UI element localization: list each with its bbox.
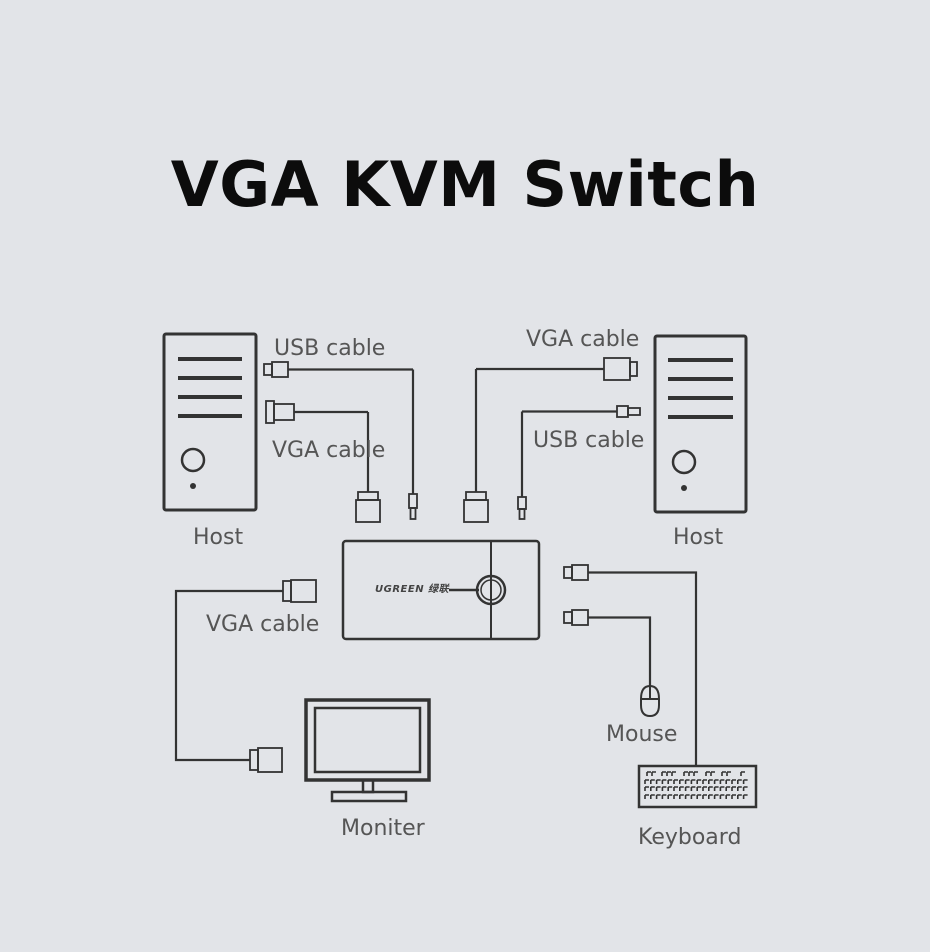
keyboard-key — [655, 794, 661, 799]
vga-cable-monitor — [174, 579, 317, 773]
monitor-icon — [304, 698, 431, 803]
keyboard-key — [705, 771, 710, 776]
keyboard-key — [684, 786, 690, 791]
keyboard-key — [725, 794, 731, 799]
host-right-tower — [653, 334, 748, 514]
keyboard-key — [721, 771, 726, 776]
keyboard-key — [650, 786, 655, 791]
keyboard-key — [702, 779, 707, 784]
keyboard-key — [671, 771, 676, 776]
keyboard-key — [713, 779, 719, 784]
label-vga-cable-left: VGA cable — [272, 438, 386, 463]
keyboard-key — [650, 779, 655, 784]
keyboard-icon — [637, 764, 758, 809]
keyboard-key — [696, 779, 702, 784]
keyboard-key — [708, 786, 713, 791]
keyboard-key — [713, 786, 719, 791]
kvm-switch-unit — [341, 539, 541, 641]
usb-cable-left — [263, 361, 418, 520]
keyboard-key — [690, 779, 696, 784]
keyboard-key — [690, 794, 696, 799]
keyboard-key — [731, 786, 736, 791]
keyboard-key — [661, 771, 666, 776]
host-left-tower — [162, 332, 258, 512]
keyboard-key — [725, 786, 731, 791]
keyboard-key — [673, 779, 678, 784]
keyboard-key — [740, 771, 745, 776]
keyboard-key — [708, 779, 713, 784]
keyboard-key — [702, 794, 707, 799]
keyboard-key — [683, 771, 688, 776]
keyboard-key — [655, 786, 661, 791]
keyboard-key — [726, 771, 731, 776]
keyboard-key — [673, 786, 678, 791]
keyboard-key — [688, 771, 693, 776]
keyboard-key — [679, 779, 684, 784]
keyboard-key — [708, 794, 713, 799]
keyboard-key — [731, 794, 736, 799]
keyboard-key — [696, 786, 702, 791]
keyboard-key — [725, 779, 731, 784]
keyboard-key — [710, 771, 715, 776]
keyboard-key — [679, 786, 684, 791]
label-vga-cable-monitor: VGA cable — [206, 612, 320, 637]
label-vga-cable-right: VGA cable — [526, 327, 640, 352]
keyboard-key — [679, 794, 684, 799]
keyboard-key — [644, 786, 649, 791]
keyboard-key — [690, 786, 696, 791]
keyboard-key — [644, 794, 649, 799]
keyboard-key — [702, 786, 707, 791]
keyboard-key — [731, 779, 736, 784]
keyboard-key — [742, 779, 748, 784]
keyboard-key — [737, 794, 742, 799]
keyboard-key — [666, 771, 671, 776]
keyboard-key — [737, 779, 742, 784]
keyboard-key — [667, 786, 673, 791]
mouse-icon — [640, 684, 660, 718]
keyboard-key — [696, 794, 702, 799]
keyboard-key — [650, 794, 655, 799]
keyboard-cable — [563, 564, 698, 766]
label-keyboard: Keyboard — [638, 825, 742, 850]
keyboard-key — [667, 779, 673, 784]
page-title: VGA KVM Switch — [170, 148, 760, 221]
keyboard-key — [684, 779, 690, 784]
keyboard-key — [684, 794, 690, 799]
keyboard-key — [655, 779, 661, 784]
keyboard-key — [719, 786, 725, 791]
keyboard-key — [646, 771, 651, 776]
keyboard-key — [644, 779, 649, 784]
label-mouse: Mouse — [606, 722, 678, 747]
keyboard-key — [719, 779, 725, 784]
keyboard-key — [719, 794, 725, 799]
label-monitor: Moniter — [341, 816, 425, 841]
usb-cable-right — [517, 405, 641, 520]
keyboard-key — [667, 794, 673, 799]
keyboard-key — [651, 771, 656, 776]
keyboard-key — [742, 794, 748, 799]
keyboard-key — [661, 786, 667, 791]
label-usb-cable-left: USB cable — [274, 336, 386, 361]
keyboard-key — [742, 786, 748, 791]
keyboard-key — [673, 794, 678, 799]
keyboard-key — [713, 794, 719, 799]
label-host-left: Host — [193, 525, 244, 550]
vga-cable-left — [265, 400, 381, 523]
keyboard-key — [693, 771, 698, 776]
label-usb-cable-right: USB cable — [533, 428, 645, 453]
keyboard-key — [737, 786, 742, 791]
keyboard-key — [661, 794, 667, 799]
switch-brand-logo: UGREEN 绿联 — [375, 584, 450, 595]
keyboard-key — [661, 779, 667, 784]
vga-cable-right — [463, 357, 638, 523]
mouse-cable — [563, 609, 652, 686]
label-host-right: Host — [673, 525, 724, 550]
